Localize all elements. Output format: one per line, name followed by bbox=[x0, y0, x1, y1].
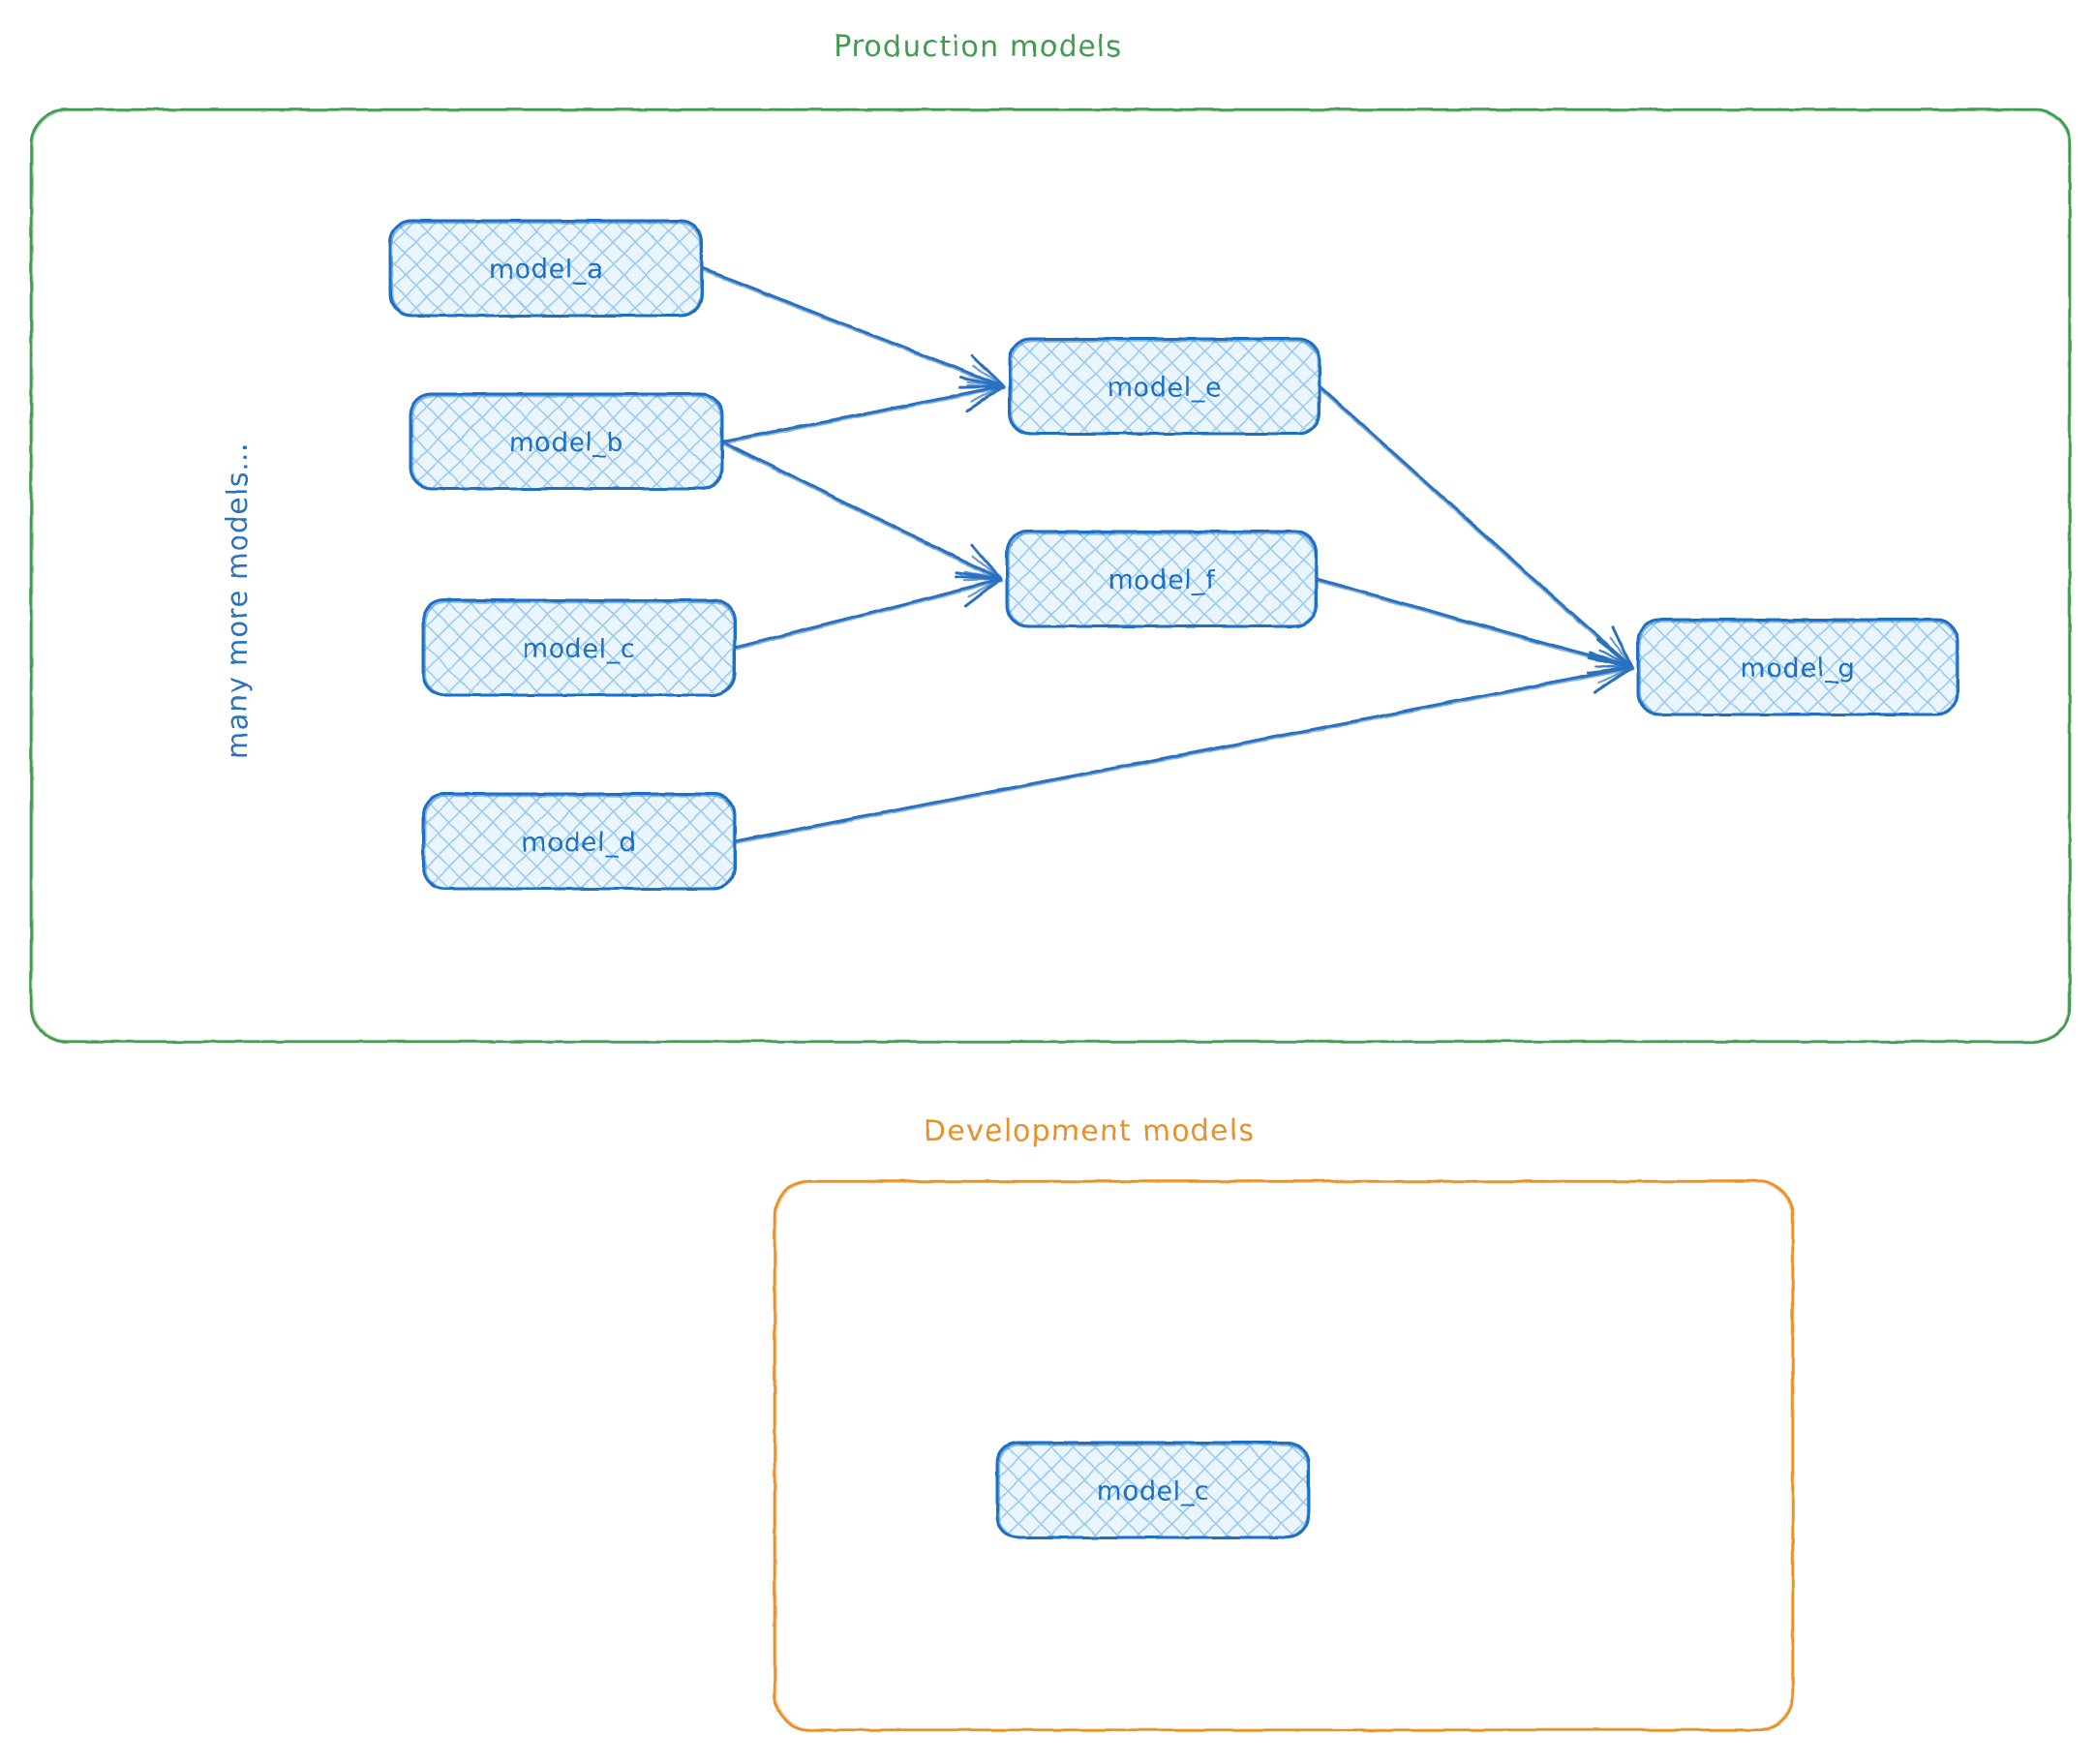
node-label: model_c bbox=[523, 634, 636, 664]
group-title-development: Development models bbox=[924, 1114, 1255, 1148]
node-fill bbox=[390, 221, 702, 316]
node-border bbox=[410, 395, 722, 490]
edge-model_b-to-model_f bbox=[719, 440, 1003, 582]
nodes-layer: model_a model_b model_c model_d model_emodel… bbox=[388, 219, 1959, 1539]
node-label: model_b bbox=[509, 428, 624, 458]
edges-layer bbox=[699, 266, 1634, 845]
node-label: model_d bbox=[522, 828, 637, 858]
node-label: model_e bbox=[1108, 373, 1222, 403]
node-border bbox=[1638, 621, 1958, 715]
node-label: model_a bbox=[489, 255, 603, 285]
node-model_a[interactable]: model_a bbox=[388, 219, 704, 318]
edge-model_b-to-model_e bbox=[720, 376, 1006, 445]
node-label: model_f bbox=[1108, 565, 1216, 595]
node-fill bbox=[423, 794, 735, 889]
node-label: model_c bbox=[1097, 1476, 1210, 1506]
node-border bbox=[997, 1444, 1309, 1538]
group-title-production: Production models bbox=[834, 30, 1123, 64]
node-border bbox=[390, 222, 702, 317]
node-model_e[interactable]: model_e bbox=[1008, 337, 1321, 436]
node-border bbox=[423, 795, 735, 890]
node-model_d[interactable]: model_d bbox=[421, 792, 737, 891]
node-fill bbox=[1010, 339, 1320, 434]
side-labels-layer: many more models... bbox=[221, 441, 254, 758]
node-model_g[interactable]: model_g bbox=[1636, 618, 1959, 716]
node-border bbox=[1007, 532, 1317, 627]
side-label-many-more-models: many more models... bbox=[221, 441, 254, 758]
node-fill bbox=[423, 600, 735, 695]
edge-model_d-to-model_g bbox=[733, 655, 1634, 845]
group-container-production bbox=[29, 107, 2072, 1044]
node-fill bbox=[1638, 620, 1958, 715]
node-dev_model_c[interactable]: model_c bbox=[995, 1441, 1311, 1539]
node-border bbox=[423, 601, 735, 696]
node-model_c[interactable]: model_c bbox=[421, 598, 737, 697]
edge-model_c-to-model_f bbox=[733, 570, 1003, 652]
group-containers bbox=[29, 107, 2072, 1732]
node-fill bbox=[410, 394, 722, 489]
edge-model_a-to-model_e bbox=[699, 266, 1006, 389]
node-border bbox=[1010, 340, 1320, 435]
node-model_b[interactable]: model_b bbox=[409, 392, 724, 491]
node-fill bbox=[1007, 532, 1317, 626]
node-model_f[interactable]: model_f bbox=[1005, 530, 1319, 628]
group-container-development bbox=[773, 1179, 1795, 1732]
node-label: model_g bbox=[1741, 654, 1856, 684]
node-fill bbox=[997, 1443, 1309, 1537]
